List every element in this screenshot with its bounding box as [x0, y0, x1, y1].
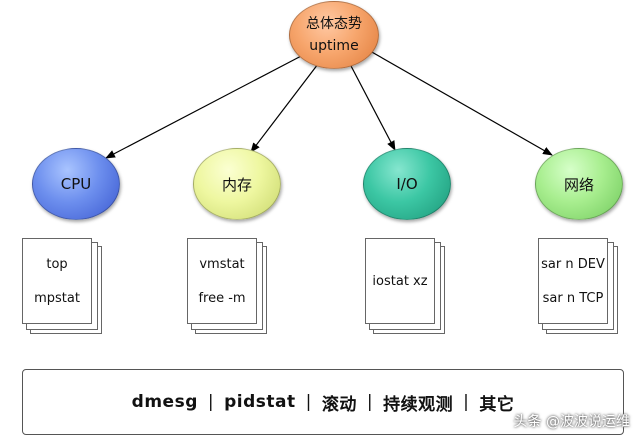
- separator: |: [366, 392, 374, 412]
- tool-vmstat: vmstat: [199, 256, 245, 272]
- io-tools-card: iostat xz: [365, 238, 435, 324]
- io-label: I/O: [396, 175, 418, 193]
- tool-mpstat: mpstat: [34, 290, 80, 306]
- bottom-item-pidstat: pidstat: [224, 392, 296, 412]
- network-node: 网络: [535, 148, 623, 220]
- other-tools-bar: dmesg | pidstat | 滚动 | 持续观测 | 其它: [22, 369, 624, 435]
- cpu-tools-card: top mpstat: [22, 238, 92, 324]
- cpu-node: CPU: [32, 148, 120, 220]
- cpu-label: CPU: [60, 175, 92, 193]
- bottom-item-scroll: 滚动: [321, 394, 357, 415]
- cpu-tools-stack: top mpstat: [22, 238, 102, 334]
- bottom-item-continuous-observe: 持续观测: [383, 394, 454, 415]
- tool-top: top: [46, 256, 68, 272]
- tool-sar-tcp: sar n TCP: [542, 290, 604, 306]
- tool-sar-dev: sar n DEV: [541, 256, 605, 272]
- memory-tools-card: vmstat free -m: [187, 238, 257, 324]
- arrow-to-io: [349, 63, 396, 151]
- root-node: 总体态势 uptime: [289, 1, 379, 69]
- separator: |: [305, 392, 312, 412]
- io-node: I/O: [363, 148, 451, 220]
- network-tools-stack: sar n DEV sar n TCP: [538, 238, 618, 334]
- watermark: 头条 @波波说运维: [513, 414, 630, 430]
- bottom-item-dmesg: dmesg: [131, 392, 198, 412]
- arrow-to-cpu: [105, 53, 306, 159]
- arrow-to-memory: [250, 63, 319, 153]
- memory-node: 内存: [193, 148, 281, 220]
- io-tools-stack: iostat xz: [365, 238, 445, 334]
- memory-label: 内存: [221, 175, 252, 194]
- arrow-to-network: [369, 50, 553, 156]
- separator: |: [207, 392, 215, 412]
- separator: |: [463, 392, 470, 412]
- tool-free: free -m: [198, 290, 246, 306]
- memory-tools-stack: vmstat free -m: [187, 238, 267, 334]
- tool-iostat: iostat xz: [372, 273, 428, 289]
- network-tools-card: sar n DEV sar n TCP: [538, 238, 608, 324]
- network-label: 网络: [563, 175, 594, 194]
- root-command: uptime: [309, 38, 359, 54]
- bottom-item-other: 其它: [479, 394, 515, 415]
- root-title: 总体态势: [306, 16, 362, 32]
